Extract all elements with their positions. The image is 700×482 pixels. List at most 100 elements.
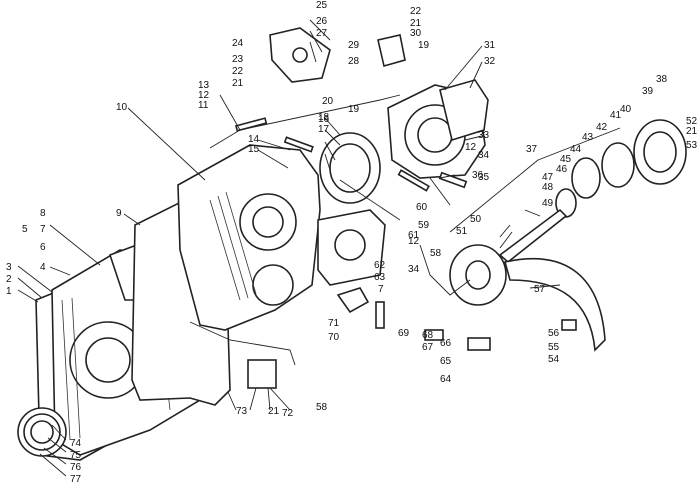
callout-c73: 73: [236, 406, 248, 417]
callout-c15: 15: [248, 144, 260, 155]
callout-c12c: 12: [465, 142, 477, 153]
callout-c41: 41: [610, 110, 622, 121]
callout-c68: 68: [422, 330, 434, 341]
bolt-56: [561, 319, 577, 331]
callout-c50: 50: [470, 214, 482, 225]
callout-c23: 23: [232, 54, 244, 65]
callout-c6: 6: [40, 242, 46, 253]
callout-c34a: 34: [478, 150, 490, 161]
callout-c18: 18: [318, 112, 330, 123]
callout-c28: 28: [348, 56, 360, 67]
callout-c20: 20: [322, 96, 334, 107]
right-flange-ring: [601, 142, 635, 188]
parts-layer: [17, 27, 687, 461]
callout-c21d: 21: [268, 406, 280, 417]
callout-c21c: 21: [686, 126, 698, 137]
callout-c13: 13: [198, 80, 210, 91]
callout-c56: 56: [548, 328, 560, 339]
bearing-cup-inner: [329, 143, 371, 193]
leader-lines: [17, 19, 621, 477]
callout-c12b: 12: [408, 236, 420, 247]
callout-c53: 53: [686, 140, 698, 151]
callout-c61: 61: [408, 230, 420, 241]
callout-c45: 45: [560, 154, 572, 165]
callout-c24: 24: [232, 38, 244, 49]
stud-60: [397, 169, 430, 192]
callout-c21a: 21: [232, 78, 244, 89]
washer-71: [336, 287, 370, 314]
callout-c19b: 19: [418, 40, 430, 51]
callout-c38: 38: [656, 74, 668, 85]
callout-c10: 10: [116, 102, 128, 113]
callout-c1: 1: [6, 286, 12, 297]
bolt-13: [235, 117, 268, 132]
bolt-70: [375, 301, 385, 329]
right-flange-hub: [643, 131, 677, 173]
callout-c74: 74: [70, 438, 82, 449]
shaft-flange-hub: [465, 260, 491, 290]
bolt-14: [283, 136, 314, 153]
callout-c22a: 22: [232, 66, 244, 77]
right-seal-ring: [571, 157, 601, 199]
callout-c4: 4: [40, 262, 46, 273]
oil-line: [209, 94, 401, 149]
callout-c70: 70: [328, 332, 340, 343]
callout-c16: 16: [318, 114, 330, 125]
housing-center-bore-upper-inner: [252, 206, 284, 238]
housing-center-bore-lower: [252, 264, 294, 306]
callout-c44: 44: [570, 144, 582, 155]
oil-line-right: [419, 244, 471, 296]
callout-c77: 77: [70, 474, 82, 482]
callout-c46: 46: [556, 164, 568, 175]
callout-c32: 32: [484, 56, 496, 67]
callout-c63: 63: [374, 272, 386, 283]
fitting-67: [424, 329, 444, 341]
callout-c57: 57: [534, 284, 546, 295]
callout-c33: 33: [478, 130, 490, 141]
callout-c35: 35: [478, 172, 490, 183]
callout-c62: 62: [374, 260, 386, 271]
callout-c9: 9: [116, 208, 122, 219]
shift-fork-lever: [504, 258, 606, 352]
fitting-64: [467, 337, 491, 351]
callout-c48: 48: [542, 182, 554, 193]
callout-c75: 75: [70, 450, 82, 461]
rear-flange-bore-inner: [417, 117, 453, 153]
top-valve-body: [377, 34, 406, 68]
callout-c43: 43: [582, 132, 594, 143]
callout-c30: 30: [410, 28, 422, 39]
callout-c40: 40: [620, 104, 632, 115]
callout-c42: 42: [596, 122, 608, 133]
callout-c58a: 58: [430, 248, 442, 259]
callout-c3: 3: [6, 262, 12, 273]
oil-line-lower: [189, 321, 296, 366]
callout-c58b: 58: [316, 402, 328, 413]
output-shaft: [498, 208, 568, 264]
housing-left-bore-inner: [85, 337, 131, 383]
callout-c19a: 19: [348, 104, 360, 115]
callout-c37: 37: [526, 144, 538, 155]
valve-72: [247, 359, 277, 389]
callout-c64: 64: [440, 374, 452, 385]
callout-c2: 2: [6, 274, 12, 285]
callout-c71: 71: [328, 318, 340, 329]
callout-c76: 76: [70, 462, 82, 473]
callout-c39: 39: [642, 86, 654, 97]
callout-c69: 69: [398, 328, 410, 339]
callout-c72: 72: [282, 408, 294, 419]
callout-c26: 26: [316, 16, 328, 27]
callout-c5: 5: [22, 224, 28, 235]
callout-c22b: 22: [410, 6, 422, 17]
callout-c7b: 7: [378, 284, 384, 295]
callout-c25: 25: [316, 0, 328, 11]
callout-c49: 49: [542, 198, 554, 209]
callout-c8: 8: [40, 208, 46, 219]
seal-ring-inner: [30, 420, 54, 444]
callout-c52: 52: [686, 116, 698, 127]
top-bracket-hole: [292, 47, 308, 63]
callout-c59: 59: [418, 220, 430, 231]
callout-c67: 67: [422, 342, 434, 353]
callout-c55: 55: [548, 342, 560, 353]
